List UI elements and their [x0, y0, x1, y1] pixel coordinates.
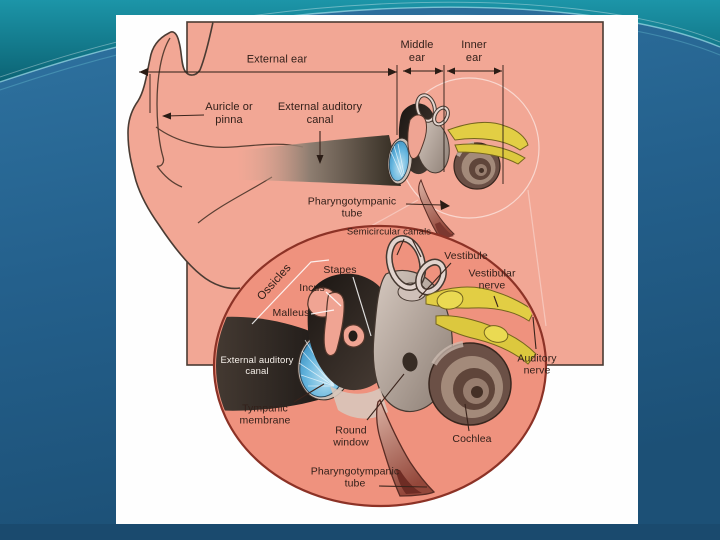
round-window-inset	[402, 352, 418, 372]
cochlea-inset	[428, 341, 512, 426]
label-middle-ear: Middle ear	[400, 39, 434, 64]
nerves-overview	[447, 122, 529, 165]
ear-canal-inset	[216, 316, 318, 411]
helix-line	[156, 37, 171, 167]
malleus-art	[323, 291, 345, 357]
semicircular-canals-inset	[385, 234, 447, 302]
ossicles-overview	[407, 114, 427, 160]
tube-opening-inset	[330, 386, 388, 419]
pharyngotympanic-tube-inset-art	[376, 398, 436, 497]
footer-bar	[0, 524, 720, 540]
slide-content-panel: External ear Middle ear Inner ear Auricl…	[116, 15, 638, 524]
nerves-inset	[425, 286, 537, 365]
label-tympanic-membrane: Tympanic membrane	[239, 402, 291, 427]
label-vestibule: Vestibule	[444, 249, 488, 262]
label-round-window: Round window	[333, 424, 369, 449]
semicircular-canals-overview	[415, 93, 450, 127]
head-silhouette	[127, 21, 304, 290]
label-external-ear: External ear	[246, 53, 308, 66]
label-malleus: Malleus	[272, 306, 310, 319]
jaw-line	[197, 176, 273, 224]
ossicles-bracket	[251, 259, 372, 337]
label-external-auditory-canal-inset: External auditory canal	[220, 354, 294, 377]
label-semicircular-canals: Semicircular canals	[346, 226, 432, 238]
label-cochlea: Cochlea	[452, 432, 492, 445]
tragus-line	[156, 165, 183, 188]
overview-leader-lines	[162, 112, 450, 210]
measurement-arrows	[139, 65, 504, 184]
inset-contents	[216, 234, 537, 497]
ear-canal-overview	[236, 135, 401, 186]
lobe-line	[155, 126, 304, 148]
tympanic-membrane-overview	[387, 137, 413, 185]
label-pharyngotympanic-tube: Pharyngotympanic tube	[307, 195, 397, 220]
auditory-nerve-art	[435, 315, 537, 365]
overview-ear-structures	[387, 93, 529, 239]
label-external-auditory-canal: External auditory canal	[277, 101, 363, 126]
label-stapes: Stapes	[323, 263, 357, 276]
ossicles-inset	[307, 287, 366, 357]
label-vestibular-nerve: Vestibular nerve	[468, 267, 516, 292]
label-incus: Incus	[299, 281, 325, 294]
label-auditory-nerve: Auditory nerve	[517, 352, 557, 377]
label-inner-ear: Inner ear	[461, 39, 487, 64]
ear-anatomy-figure	[127, 21, 604, 508]
inset-leader-lines	[293, 238, 537, 488]
label-pharyngotympanic-tube-inset: Pharyngotympanic tube	[310, 465, 400, 490]
label-auricle-pinna: Auricle or pinna	[205, 101, 253, 126]
